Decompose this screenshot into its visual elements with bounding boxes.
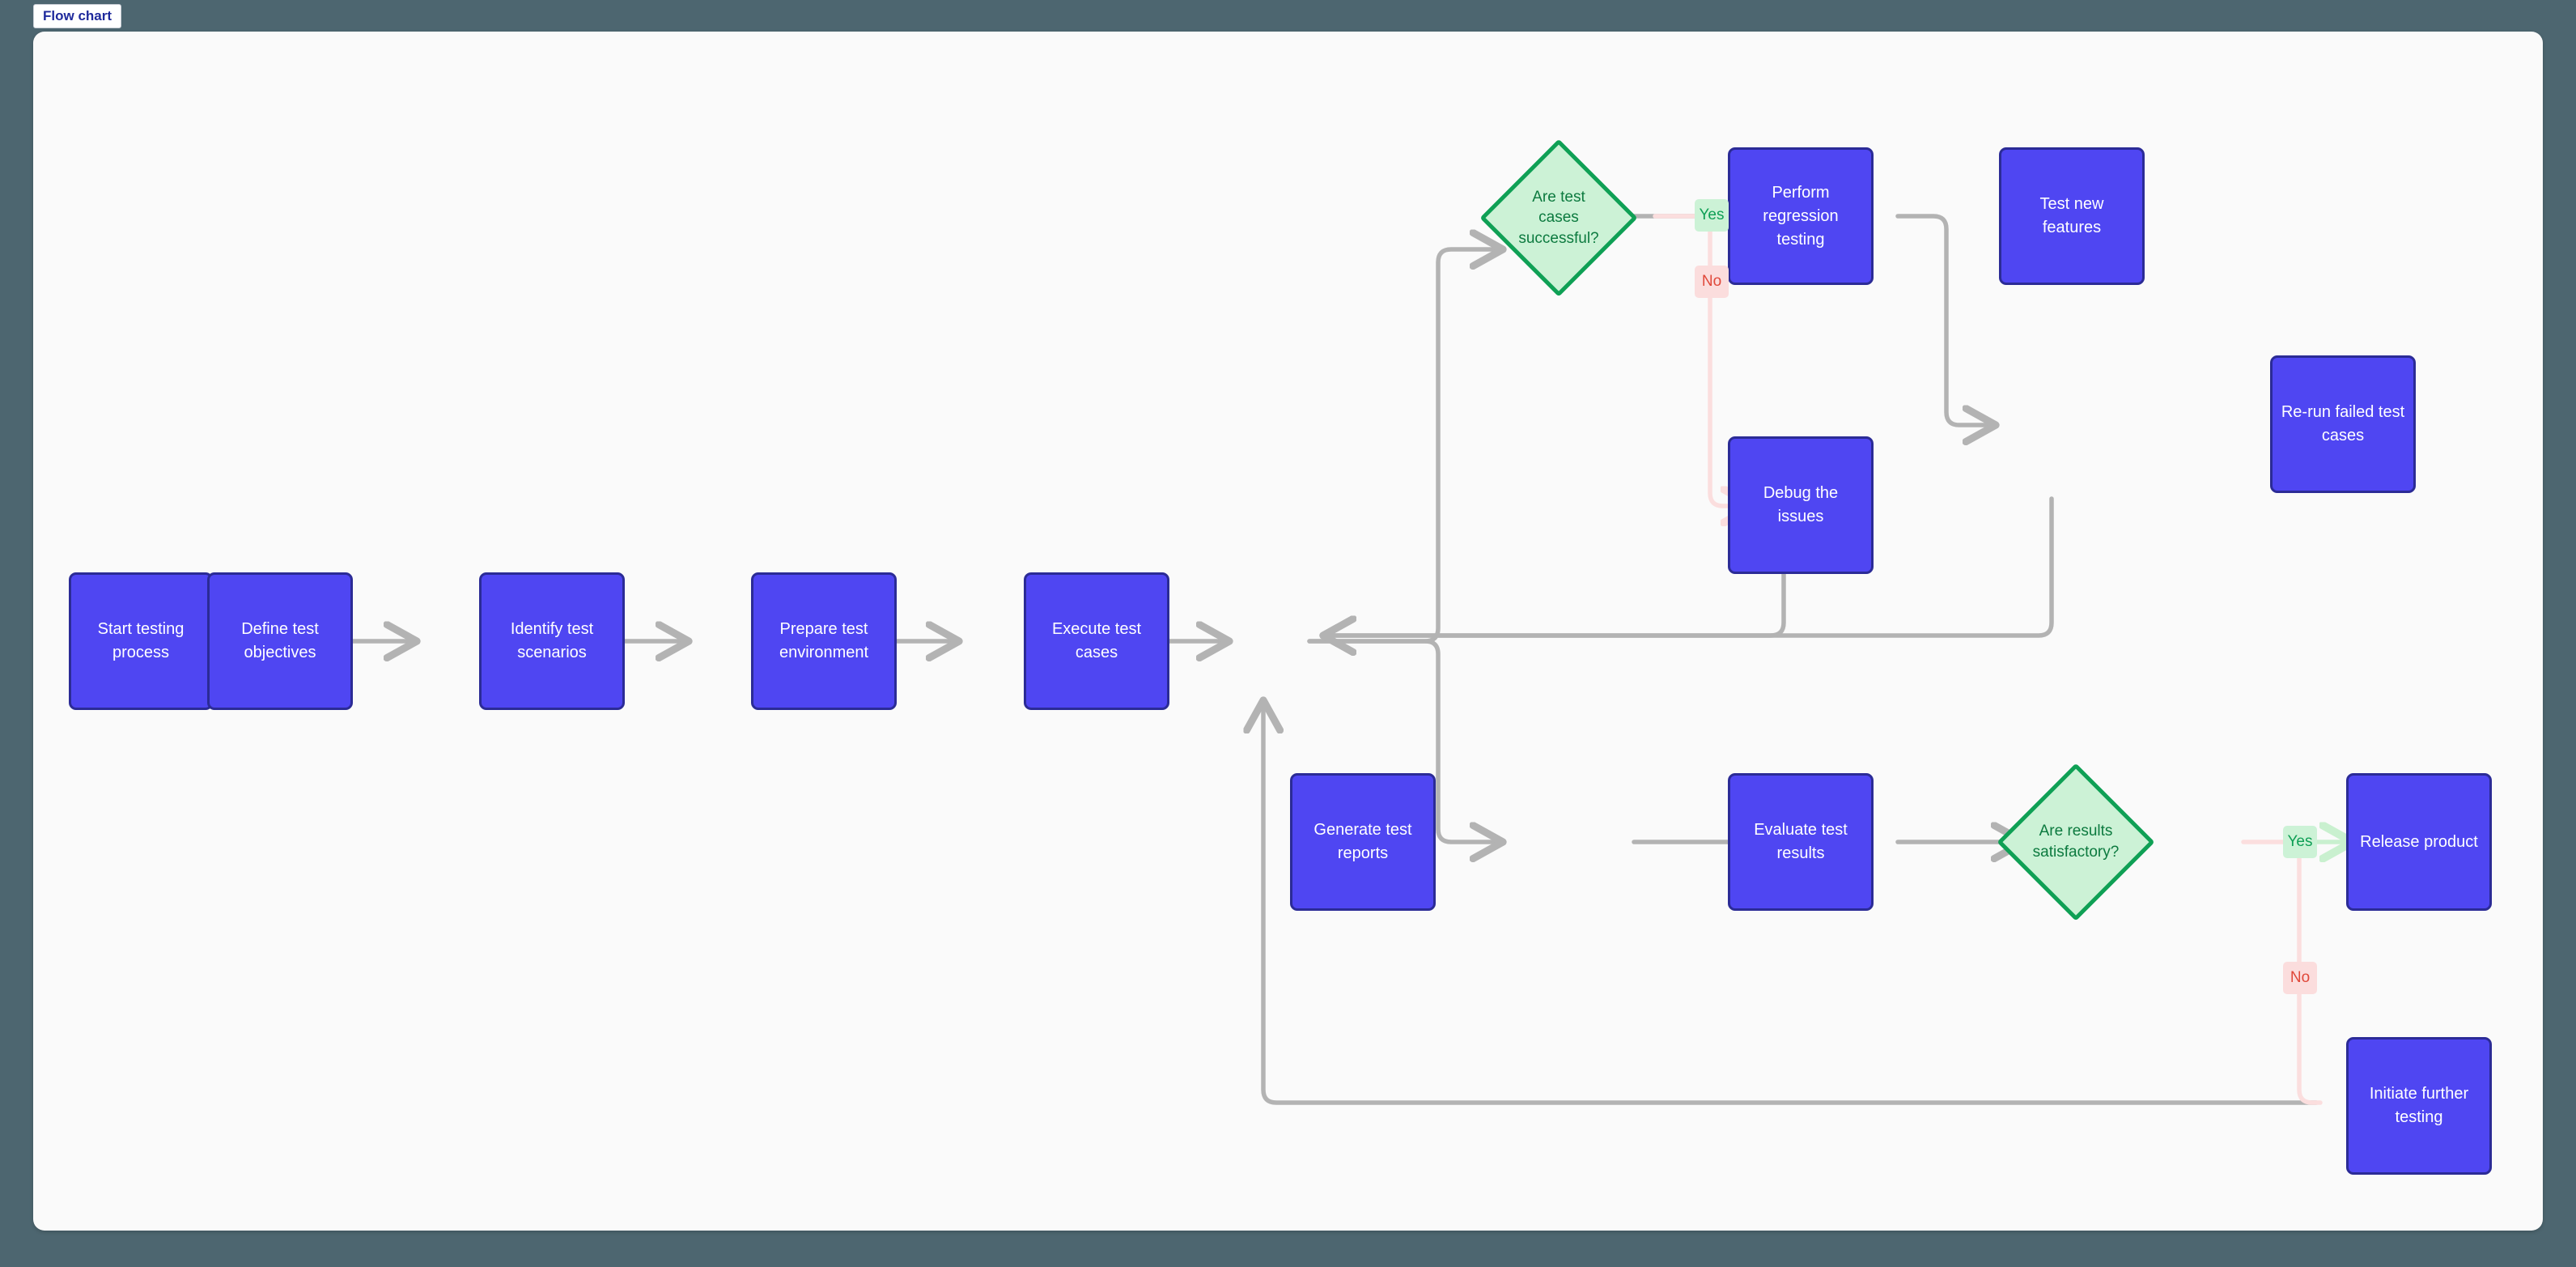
edge-rerun-execute bbox=[1326, 496, 2054, 636]
edge-label-yes-success: Yes bbox=[1695, 199, 1729, 232]
edge-debug-execute bbox=[1326, 572, 1786, 636]
flowchart-canvas[interactable]: Start testing process Define test object… bbox=[33, 32, 2543, 1231]
edge-label-no-satisfactory: No bbox=[2283, 962, 2317, 994]
node-evaluate-test-results[interactable]: Evaluate test results bbox=[1728, 773, 1874, 911]
edge-label-no-success: No bbox=[1695, 266, 1729, 298]
edge-newfeat-rerun bbox=[1895, 214, 1992, 425]
node-prepare-test-environment[interactable]: Prepare test environment bbox=[751, 572, 897, 710]
tab-flow-chart[interactable]: Flow chart bbox=[33, 4, 122, 28]
node-are-test-cases-successful[interactable]: Are test cases successful? bbox=[1479, 138, 1638, 297]
tab-bar: Flow chart bbox=[0, 0, 2576, 32]
node-execute-test-cases[interactable]: Execute test cases bbox=[1024, 572, 1169, 710]
node-define-test-objectives[interactable]: Define test objectives bbox=[207, 572, 353, 710]
node-initiate-further-testing[interactable]: Initiate further testing bbox=[2346, 1037, 2492, 1175]
edge-no-debug bbox=[1708, 229, 1751, 506]
node-debug-the-issues[interactable]: Debug the issues bbox=[1728, 436, 1874, 574]
node-test-new-features[interactable]: Test new features bbox=[1999, 147, 2145, 285]
edge-execute-success bbox=[1307, 249, 1500, 644]
node-perform-regression-testing[interactable]: Perform regression testing bbox=[1728, 147, 1874, 285]
node-generate-test-reports[interactable]: Generate test reports bbox=[1290, 773, 1436, 911]
node-release-product[interactable]: Release product bbox=[2346, 773, 2492, 911]
node-start-testing-process[interactable]: Start testing process bbox=[69, 572, 213, 710]
edge-execute-reports bbox=[1307, 639, 1500, 842]
node-identify-test-scenarios[interactable]: Identify test scenarios bbox=[479, 572, 625, 710]
node-are-results-satisfactory[interactable]: Are results satisfactory? bbox=[1997, 763, 2155, 921]
edge-layer bbox=[282, 32, 2543, 1105]
edge-no-further bbox=[2297, 855, 2323, 1105]
edge-further-execute bbox=[1263, 704, 2319, 1105]
node-re-run-failed-test-cases[interactable]: Re-run failed test cases bbox=[2270, 355, 2416, 493]
edge-label-yes-satisfactory: Yes bbox=[2283, 826, 2317, 858]
